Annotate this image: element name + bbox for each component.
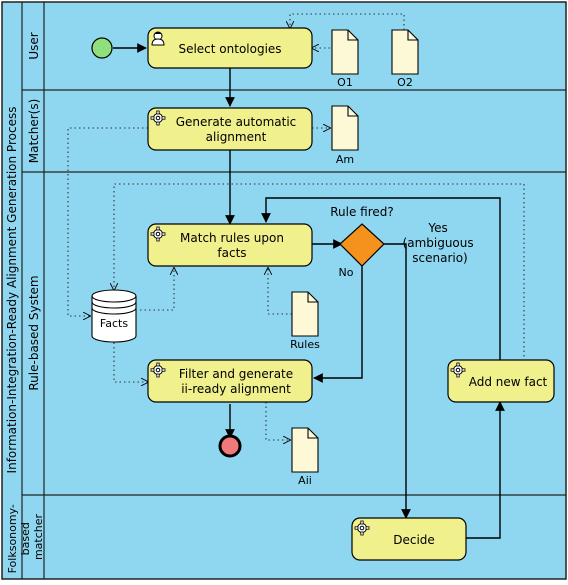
gateway-yes-label: Yes (ambiguous scenario) — [403, 221, 478, 265]
task-decide: Decide — [351, 517, 467, 561]
lane-label-folksonomy: Folksonomy- based matcher — [6, 501, 45, 574]
svg-text:Aii: Aii — [298, 474, 312, 487]
svg-text:Add new fact: Add new fact — [469, 375, 548, 389]
svg-text:Select ontologies: Select ontologies — [178, 42, 281, 56]
svg-text:Decide: Decide — [393, 533, 435, 547]
task-select-ontologies: Select ontologies — [147, 27, 313, 69]
data-object-rules: Rules — [290, 291, 320, 351]
svg-text:alignment: alignment — [206, 130, 267, 144]
lane-label-rule-system: Rule-based System — [27, 275, 41, 390]
task-add-new-fact: Add new fact — [447, 359, 555, 403]
data-object-aii: Aii — [291, 427, 319, 487]
lane-label-user: User — [27, 32, 41, 59]
start-event — [91, 37, 113, 59]
svg-text:O1: O1 — [337, 76, 353, 89]
gateway-no-label: No — [339, 266, 354, 279]
svg-text:Filter and generate: Filter and generate — [179, 367, 293, 381]
svg-text:Generate automatic: Generate automatic — [176, 115, 297, 129]
pool-title: Information-Integration-Ready Alignment … — [5, 107, 19, 474]
data-object-o2: O2 — [391, 29, 419, 89]
svg-text:Am: Am — [336, 153, 354, 166]
end-event — [218, 434, 242, 458]
svg-text:O2: O2 — [397, 76, 413, 89]
svg-text:ii-ready alignment: ii-ready alignment — [181, 382, 291, 396]
user-task-icon — [151, 31, 165, 46]
gateway-label: Rule fired? — [330, 205, 394, 219]
task-match-rules: Match rules upon facts — [147, 223, 313, 267]
svg-text:Facts: Facts — [100, 317, 128, 330]
svg-text:Rules: Rules — [290, 338, 320, 351]
data-object-o1: O1 — [331, 29, 359, 89]
svg-text:facts: facts — [217, 246, 246, 260]
task-generate-alignment: Generate automatic alignment — [147, 107, 313, 151]
task-filter-generate: Filter and generate ii-ready alignment — [147, 359, 313, 403]
lane-label-matchers: Matcher(s) — [27, 99, 41, 164]
data-object-am: Am — [331, 105, 359, 166]
svg-text:Match rules upon: Match rules upon — [180, 231, 284, 245]
data-store-facts: Facts — [91, 289, 137, 343]
gateway-rule-fired: Rule fired? No Yes (ambiguous scenario) — [330, 205, 478, 279]
